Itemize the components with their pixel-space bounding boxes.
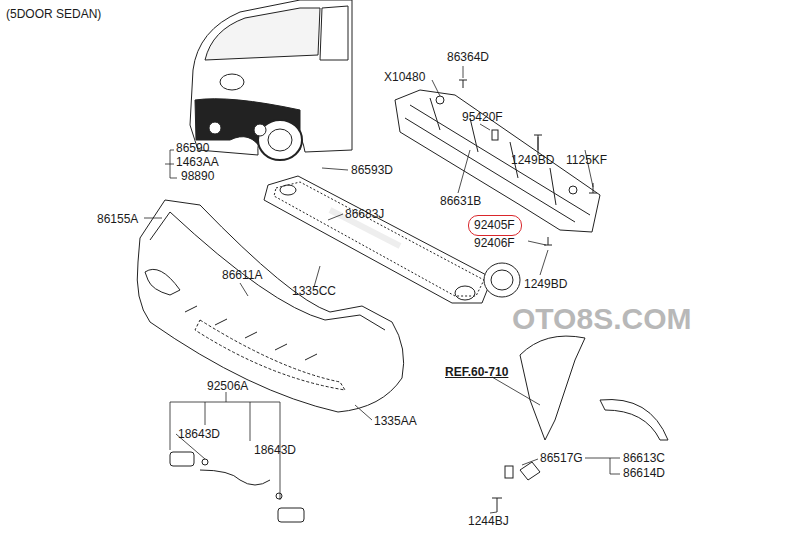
callout-number: 86364D <box>447 50 489 64</box>
callout-number: 1335CC <box>292 284 336 298</box>
callout-number: 1249BD <box>524 277 567 291</box>
callout-number: 1463AA <box>176 155 219 169</box>
callout-number: 86155A <box>97 212 138 226</box>
diagram-title: (5DOOR SEDAN) <box>6 7 101 21</box>
callout-number: 86631B <box>440 194 481 208</box>
callout-number: 86614D <box>623 466 665 480</box>
callout-number: 92506A <box>207 379 248 393</box>
callout-number: 86613C <box>623 451 665 465</box>
callout-number: 92406F <box>474 236 515 250</box>
part-number: 92405F <box>474 218 526 232</box>
callout-number: 86590 <box>176 141 209 155</box>
callout-number: 1244BJ <box>468 514 509 528</box>
leader-lines <box>144 66 620 513</box>
fender-liner <box>492 336 668 512</box>
callout-number: 86683J <box>345 207 384 221</box>
callout-number: X10480 <box>384 70 425 84</box>
callout-number: 86611A <box>222 268 262 282</box>
watermark: OTO8S.COM <box>512 302 691 336</box>
callout-number: 1335AA <box>374 414 417 428</box>
callout-number: 18643D <box>178 427 220 441</box>
reference-note: REF.60-710 <box>445 365 508 379</box>
callout-number: 98890 <box>181 169 214 183</box>
callout-number: 1249BD <box>511 153 554 167</box>
bumper-cover <box>137 200 403 412</box>
grille-strip <box>264 176 492 303</box>
license-lamps <box>170 452 304 522</box>
callout-number: 1125KF <box>566 153 607 167</box>
callout-number: 86593D <box>351 163 393 177</box>
highlight-ellipse: 92405F <box>468 215 522 236</box>
callout-number: 18643D <box>254 443 296 457</box>
fog-cover <box>484 263 520 297</box>
car-illustration <box>190 0 352 160</box>
callout-number: 95420F <box>462 110 503 124</box>
callout-number: 86517G <box>540 451 583 465</box>
